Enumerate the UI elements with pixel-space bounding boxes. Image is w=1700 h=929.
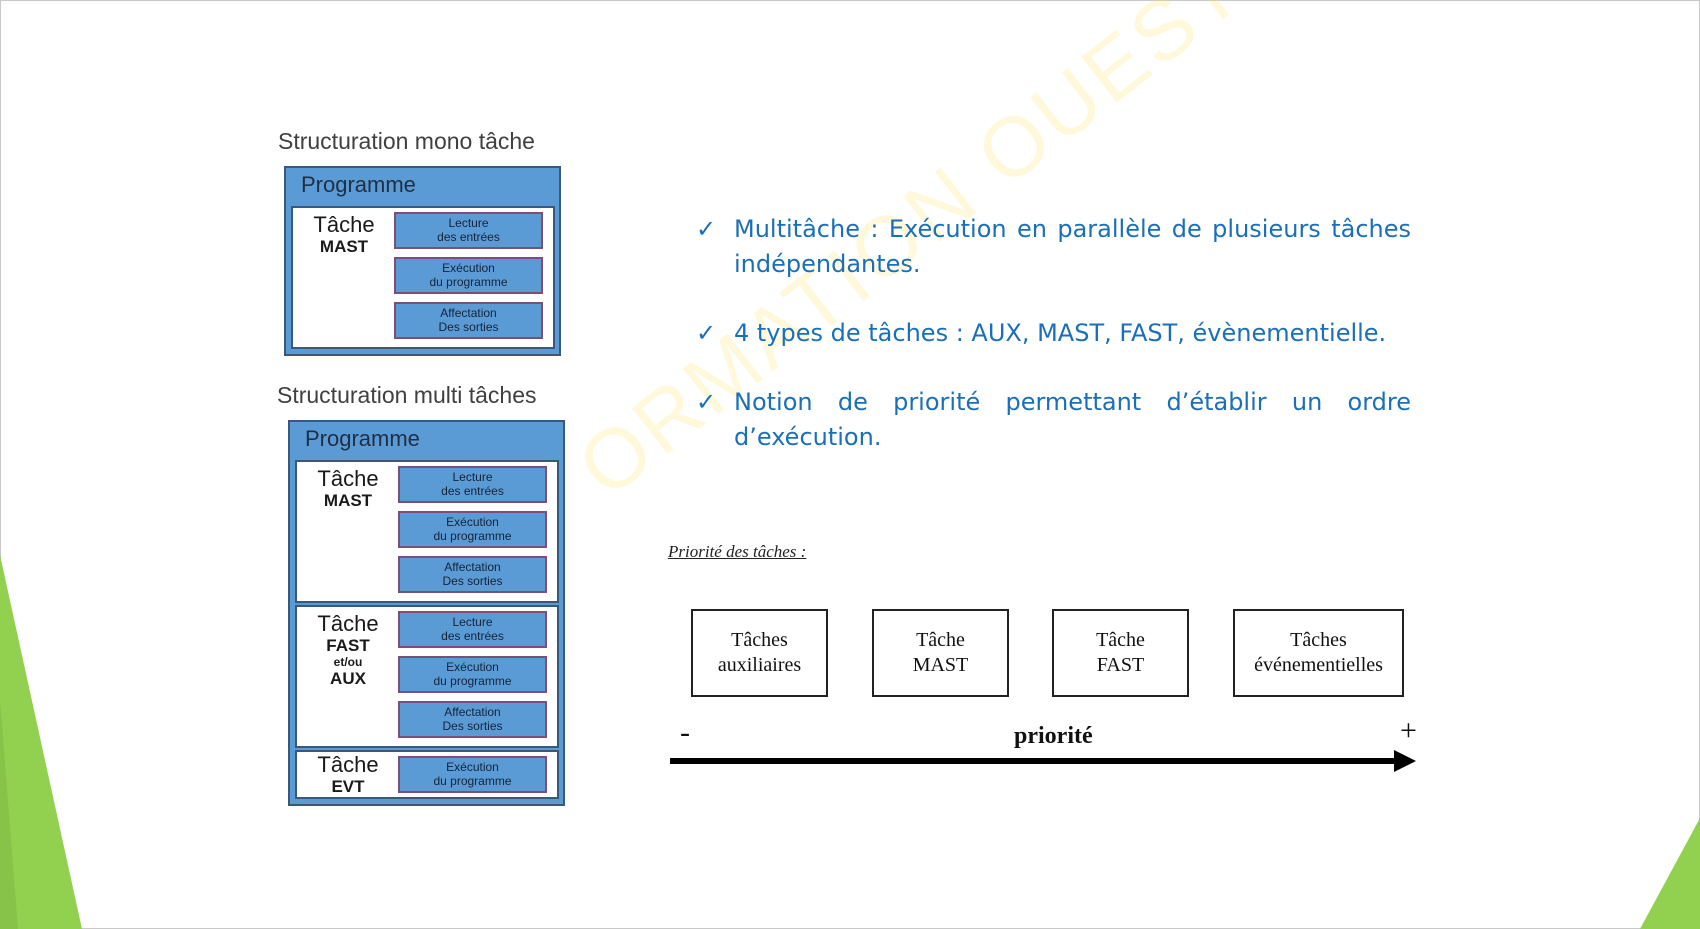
mono-title: Structuration mono tâche [278, 128, 535, 154]
bullet-text: Notion de priorité permettant d’établir … [734, 388, 1411, 451]
multi-mast-name: Tâche MAST [317, 466, 379, 510]
check-icon: ✓ [696, 215, 717, 243]
priority-axis-label: priorité [1014, 723, 1093, 749]
multi-title: Structuration multi tâches [277, 382, 537, 408]
bullet-text: Multitâche : Exécution en parallèle de p… [734, 215, 1411, 278]
check-icon: ✓ [696, 388, 717, 416]
bullet-list: ✓ Multitâche : Exécution en parallèle de… [696, 212, 1411, 489]
bullet-text: 4 types de tâches : AUX, MAST, FAST, évè… [734, 319, 1387, 347]
multi-fast-name: Tâche FAST et/ou AUX [317, 611, 379, 688]
bullet-item: ✓ Multitâche : Exécution en parallèle de… [696, 212, 1411, 282]
green-corner-left-shade [0, 555, 18, 929]
multi-evt-name: Tâche EVT [317, 752, 379, 796]
bullet-item: ✓ Notion de priorité permettant d’établi… [696, 385, 1411, 455]
priority-plus: + [1400, 714, 1417, 747]
green-corner-left [0, 555, 82, 929]
check-icon: ✓ [696, 319, 717, 347]
mono-task-name: Tâche MAST [313, 212, 375, 256]
multi-program-label: Programme [305, 426, 420, 451]
mono-program-label: Programme [301, 172, 416, 197]
priority-arrow-icon [670, 750, 1416, 772]
priority-minus: - [680, 716, 690, 749]
bullet-item: ✓ 4 types de tâches : AUX, MAST, FAST, é… [696, 316, 1411, 351]
green-corner-right [1640, 818, 1700, 929]
priority-heading: Priorité des tâches : [668, 542, 807, 561]
